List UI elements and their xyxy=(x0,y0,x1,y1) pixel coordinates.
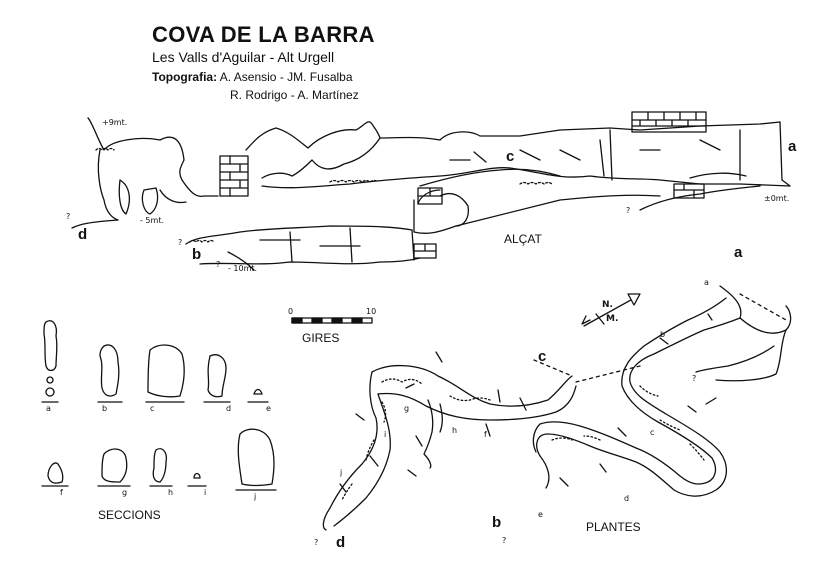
question-mark-4: ? xyxy=(626,206,631,215)
question-mark-6: ? xyxy=(314,538,319,547)
elevation-label: ALÇAT xyxy=(504,232,542,246)
elevation-profile-upper xyxy=(71,111,791,229)
section-label-g: g xyxy=(122,488,128,497)
elevation-plus9: +9mt. xyxy=(102,118,128,127)
north-label-n: N. xyxy=(602,300,613,310)
plan-label: PLANTES xyxy=(586,520,641,534)
plan-d-small: d xyxy=(624,494,630,503)
question-mark-1: ? xyxy=(66,212,71,221)
point-d-elevation: d xyxy=(78,226,88,243)
section-label-a: a xyxy=(46,404,51,413)
point-b-plan: b xyxy=(492,514,502,531)
credits-line1: A. Asensio - JM. Fusalba xyxy=(219,70,353,84)
masonry-wall-top xyxy=(631,111,707,133)
scale-end: 10 xyxy=(366,307,377,316)
section-label-j: j xyxy=(254,492,257,501)
scale-bar xyxy=(291,317,373,324)
question-mark-5: ? xyxy=(692,374,697,383)
point-d-plan: d xyxy=(336,534,346,551)
question-mark-2: ? xyxy=(178,238,183,247)
credits-label: Topografia: xyxy=(152,70,218,84)
plan-b-small: b xyxy=(660,330,666,339)
plan-e-small: e xyxy=(538,510,543,519)
question-mark-3: ? xyxy=(216,260,221,269)
elevation-minus10: - 10mt. xyxy=(228,264,258,273)
section-label-b: b xyxy=(102,404,108,413)
question-mark-7: ? xyxy=(502,536,507,545)
drawing-title: COVA DE LA BARRA xyxy=(152,22,375,47)
plan-a-small: a xyxy=(704,278,709,287)
plan-i-small: i xyxy=(384,430,387,439)
plan-h-small: h xyxy=(452,426,458,435)
credits-line2: R. Rodrigo - A. Martínez xyxy=(230,88,359,102)
plan-c-small: c xyxy=(650,428,655,437)
north-arrow xyxy=(581,293,641,327)
section-label-f: f xyxy=(60,488,63,497)
elevation-minus5: - 5mt. xyxy=(140,216,164,225)
scale-start: 0 xyxy=(288,307,294,316)
section-label-e: e xyxy=(266,404,271,413)
section-label-d: d xyxy=(226,404,232,413)
cross-sections xyxy=(41,320,277,491)
elevation-zero: ±0mt. xyxy=(764,194,790,203)
point-b-elevation: b xyxy=(192,246,202,263)
elevation-profile-right-end xyxy=(639,172,761,211)
section-label-c: c xyxy=(150,404,155,413)
plan-j-small: j xyxy=(340,468,343,477)
plan-g-small: g xyxy=(404,404,410,413)
cross-sections-label: SECCIONS xyxy=(98,508,161,522)
elevation-profile-lower xyxy=(413,168,661,234)
credits-block: Topografia: A. Asensio - JM. Fusalba R. … xyxy=(152,68,359,104)
point-c-plan: c xyxy=(538,348,547,365)
north-label-m: M. xyxy=(606,314,619,324)
plan-f-small: f xyxy=(484,430,487,439)
section-label-i: i xyxy=(204,488,207,497)
masonry-wall-right xyxy=(673,183,705,199)
plan-view xyxy=(322,285,792,531)
masonry-wall-left xyxy=(219,155,249,197)
scale-label: GIRES xyxy=(302,331,340,345)
section-label-h: h xyxy=(168,488,174,497)
point-a-elevation: a xyxy=(788,138,797,155)
drawing-subtitle: Les Valls d'Aguilar - Alt Urgell xyxy=(152,49,335,65)
point-c-elevation: c xyxy=(506,148,515,165)
point-a-plan: a xyxy=(734,244,743,261)
elevation-profile-b xyxy=(185,225,437,271)
